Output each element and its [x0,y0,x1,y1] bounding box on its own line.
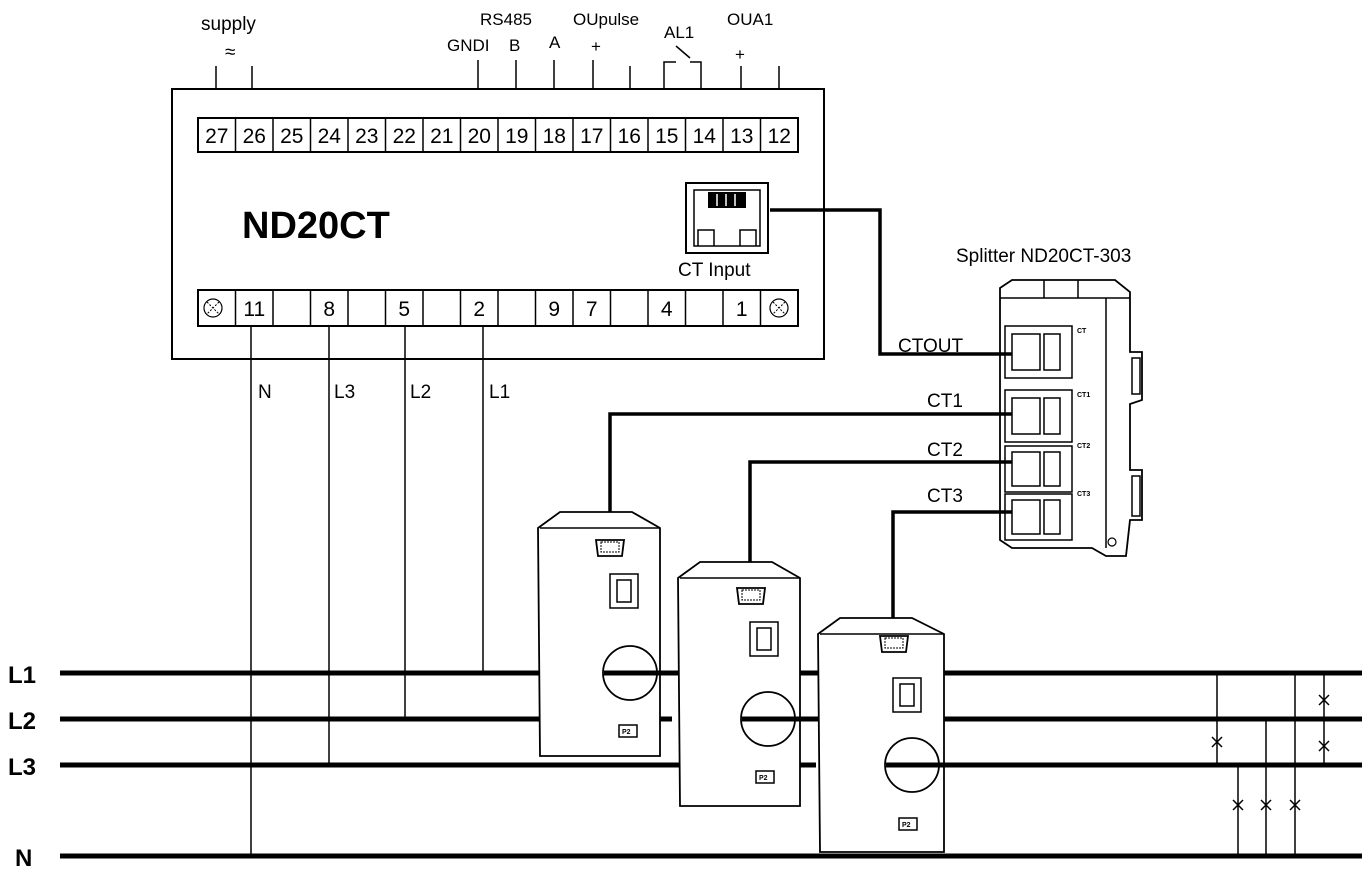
clamp-icon [609,573,639,609]
oupulse-plus-label: + [591,37,601,56]
ct1-cable-label: CT1 [927,391,963,412]
ct-input-socket [685,182,769,254]
terminal-number: 22 [393,125,416,148]
oua1-label: OUA1 [727,10,773,29]
terminal-number: 24 [318,125,342,148]
drop-label-l1: L1 [489,382,510,403]
splitter-mark-ct1: CT1 [1077,392,1090,399]
terminal-number: 27 [205,125,228,148]
splitter-title: Splitter ND20CT-303 [956,246,1131,267]
terminal-number: 12 [768,125,791,148]
terminal-number: 8 [323,298,335,321]
terminal-number: 17 [580,125,603,148]
splitter-mark-ctout: CT [1077,328,1087,335]
ct-input-label: CT Input [678,260,751,281]
ct3-cable-label: CT3 [927,486,963,507]
p2-mark: P2 [759,775,768,782]
phase-drop-wires: N L3 L2 L1 [250,326,510,856]
bus-label-n: N [15,845,32,869]
ctout-label: CTOUT [898,336,963,357]
splitter-mark-ct2: CT2 [1077,443,1090,450]
terminal-number: 18 [543,125,566,148]
oupulse-label: OUpulse [573,10,639,29]
ct2-cable-label: CT2 [927,440,963,461]
terminal-number: 11 [243,298,265,321]
terminal-number: 9 [548,298,560,321]
terminal-number: 4 [661,298,673,321]
terminal-number: 16 [618,125,641,148]
clamp-icon [892,677,922,713]
b-label: B [509,36,520,55]
clamp-icon [749,621,779,657]
bus-label-l1: L1 [8,662,36,689]
terminal-number: 14 [693,125,717,148]
splitter-port-ct3 [1004,493,1073,541]
terminal-number: 19 [505,125,528,148]
bottom-terminal-labels: 11 8 5 2 9 7 4 1 [243,298,747,321]
current-transformer-1: P2 [537,511,661,757]
load-mark [1211,694,1330,811]
current-transformer-3: P2 [817,617,945,853]
terminal-number: 23 [355,125,378,148]
p2-mark: P2 [622,729,631,736]
rs485-label: RS485 [480,10,532,29]
bus-label-l3: L3 [8,754,36,781]
a-label: A [549,33,561,52]
terminal-number: 1 [736,298,748,321]
cables: CTOUT CT1 CT2 CT3 [608,208,1012,643]
splitter-port-ct1 [1004,389,1073,443]
terminal-number: 21 [430,125,453,148]
terminal-number: 25 [280,125,303,148]
bottom-terminal-strip: 11 8 5 2 9 7 4 1 [197,289,799,327]
p2-mark: P2 [902,822,911,829]
meter-title: ND20CT [242,205,390,247]
drop-label-l2: L2 [410,382,431,403]
screw-icon [769,298,789,318]
top-terminal-labels: 27 26 25 24 23 22 21 20 19 18 17 16 15 14 13 12 [205,125,791,148]
splitter: Splitter ND20CT-303 CT CT1 [956,246,1143,557]
drop-label-n: N [258,382,272,403]
top-terminal-strip: 27 26 25 24 23 22 21 20 19 18 17 16 15 14 13 12 [197,117,799,153]
splitter-port-ct2 [1004,445,1073,493]
drop-label-l3: L3 [334,382,355,403]
oua1-plus-label: + [735,45,745,64]
terminal-number: 2 [473,298,485,321]
supply-label: supply [201,14,256,35]
splitter-port-ctout [1004,325,1073,379]
terminal-number: 20 [468,125,491,148]
splitter-mark-ct3: CT3 [1077,491,1090,498]
terminal-number: 5 [398,298,410,321]
terminal-number: 26 [243,125,266,148]
screw-icon [203,298,223,318]
supply-symbol: ≈ [225,42,235,63]
terminal-number: 13 [730,125,753,148]
gndi-label: GNDI [447,36,490,55]
load-connections [1211,673,1330,856]
terminal-number: 7 [586,298,598,321]
current-transformer-2: P2 [677,561,801,807]
al1-label: AL1 [664,23,694,42]
bus-label-l2: L2 [8,708,36,735]
terminal-number: 15 [655,125,678,148]
